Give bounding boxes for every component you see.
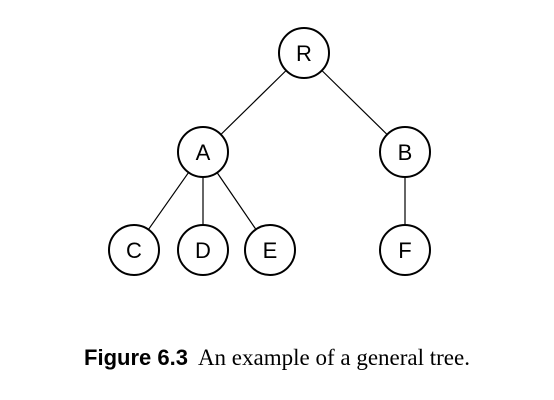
node-circle — [108, 224, 160, 276]
node-label: A — [196, 140, 211, 165]
node-circle — [177, 126, 229, 178]
node-label: E — [263, 238, 278, 263]
figure-caption: Figure 6.3 An example of a general tree. — [0, 345, 554, 371]
edge-r-a — [220, 70, 287, 135]
edge-a-e — [216, 172, 257, 230]
node-circle — [244, 224, 296, 276]
general-tree-diagram: R A B C D E F — [108, 27, 431, 276]
tree-nodes: R A B C D E F — [108, 27, 431, 276]
edge-a-c — [147, 172, 190, 230]
tree-node-r: R — [278, 27, 330, 79]
tree-node-a: A — [177, 126, 229, 178]
node-label: D — [195, 238, 211, 263]
tree-node-d: D — [177, 224, 229, 276]
tree-edges — [147, 70, 406, 230]
node-label: F — [398, 238, 411, 263]
node-circle — [278, 27, 330, 79]
node-circle — [379, 224, 431, 276]
tree-node-e: E — [244, 224, 296, 276]
tree-node-f: F — [379, 224, 431, 276]
edge-r-b — [321, 70, 388, 135]
node-label: R — [296, 41, 312, 66]
tree-node-b: B — [379, 126, 431, 178]
caption-text: An example of a general tree. — [197, 345, 470, 370]
node-label: B — [398, 140, 413, 165]
tree-node-c: C — [108, 224, 160, 276]
node-circle — [177, 224, 229, 276]
node-label: C — [126, 238, 142, 263]
caption-figure-number: Figure 6.3 — [84, 345, 188, 370]
node-circle — [379, 126, 431, 178]
